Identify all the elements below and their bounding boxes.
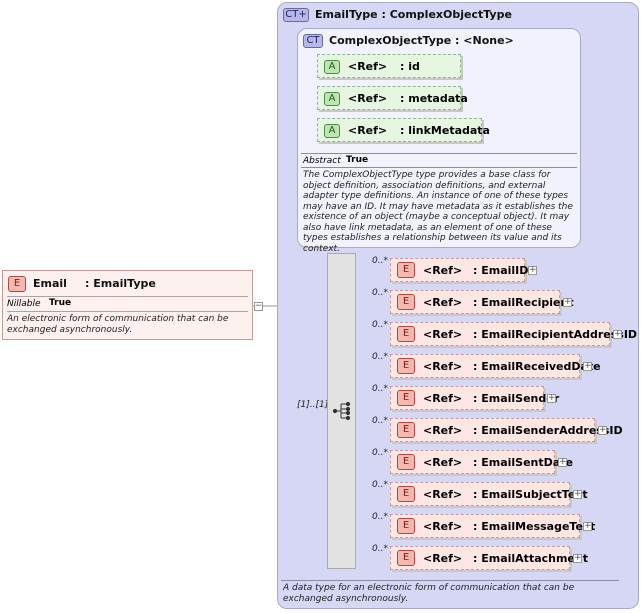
element-box[interactable]: E <Ref> : EmailID	[390, 258, 529, 282]
element-icon: E	[397, 326, 415, 342]
base-type-badge-text: CT	[306, 35, 320, 46]
expand-toggle[interactable]: +	[583, 521, 592, 531]
base-type-divider-2	[301, 167, 577, 168]
element-occurrence: 0..*	[372, 352, 388, 362]
root-divider	[7, 296, 248, 297]
attribute-name: : id	[400, 60, 420, 73]
base-type-documentation: The ComplexObjectType type provides a ba…	[303, 170, 573, 254]
element-name: : EmailReceivedDate	[473, 360, 601, 373]
attribute-icon: A	[324, 60, 340, 74]
element-ref: <Ref>	[423, 424, 463, 437]
attribute-icon: A	[324, 92, 340, 106]
root-divider-2	[7, 311, 248, 312]
element-box[interactable]: E <Ref> : EmailSenderAddressID	[390, 418, 623, 442]
expand-toggle[interactable]: +	[583, 361, 592, 371]
element-occurrence: 0..*	[372, 256, 388, 266]
expand-toggle[interactable]: +	[563, 297, 572, 307]
element-name: : EmailAttachment	[473, 552, 588, 565]
element-ref: <Ref>	[423, 520, 463, 533]
element-ref: <Ref>	[423, 296, 463, 309]
attribute-id[interactable]: A <Ref> : id	[317, 54, 461, 78]
expand-toggle[interactable]: +	[547, 393, 556, 403]
element-occurrence: 0..*	[372, 288, 388, 298]
element-occurrence: 0..*	[372, 512, 388, 522]
attribute-ref: <Ref>	[348, 92, 388, 105]
complex-type-badge-text: CT	[285, 9, 299, 20]
root-element-type: : EmailType	[85, 277, 156, 290]
element-box[interactable]: E <Ref> : EmailAttachment	[390, 546, 588, 570]
element-box[interactable]: E <Ref> : EmailReceivedDate	[390, 354, 601, 378]
element-icon: E	[397, 358, 415, 374]
element-box[interactable]: E <Ref> : EmailSubjectText	[390, 482, 588, 506]
base-type-divider	[301, 153, 577, 154]
collapse-toggle[interactable]: −	[254, 301, 263, 311]
element-name: : EmailMessageText	[473, 520, 596, 533]
attribute-ref: <Ref>	[348, 60, 388, 73]
complex-type-icon: CT+	[283, 8, 309, 22]
element-icon: E	[397, 454, 415, 470]
element-ref: <Ref>	[423, 360, 463, 373]
attribute-icon: A	[324, 124, 340, 138]
sequence-compositor[interactable]	[327, 253, 356, 569]
expand-toggle[interactable]: +	[613, 329, 622, 339]
element-box[interactable]: E <Ref> : EmailSender	[390, 386, 559, 410]
complex-type-documentation: A data type for an electronic form of co…	[283, 583, 575, 604]
element-box[interactable]: E <Ref> : EmailMessageText	[390, 514, 595, 538]
root-element-box[interactable]: E Email : EmailType Nillable True An ele…	[2, 270, 253, 340]
element-name: : EmailSenderAddressID	[473, 424, 623, 437]
element-icon: E	[397, 422, 415, 438]
element-occurrence: 0..*	[372, 384, 388, 394]
attribute-ref: <Ref>	[348, 124, 388, 137]
expand-toggle[interactable]: +	[573, 553, 582, 563]
attribute-name: : linkMetadata	[400, 124, 490, 137]
base-type-icon: CT	[303, 34, 323, 48]
element-icon: E	[397, 294, 415, 310]
element-name: : EmailSentDate	[473, 456, 573, 469]
element-icon: E	[397, 390, 415, 406]
element-name: : EmailID	[473, 264, 529, 277]
element-occurrence: 0..*	[372, 544, 388, 554]
base-type-title: ComplexObjectType : <None>	[329, 34, 514, 47]
element-box[interactable]: E <Ref> : EmailRecipientAddressID	[390, 322, 637, 346]
sequence-icon	[333, 402, 351, 420]
element-icon: E	[397, 486, 415, 502]
element-ref: <Ref>	[423, 392, 463, 405]
nillable-label: Nillable	[7, 299, 41, 309]
nillable-value: True	[49, 298, 72, 308]
element-ref: <Ref>	[423, 552, 463, 565]
expand-toggle[interactable]: +	[528, 265, 537, 275]
element-ref: <Ref>	[423, 488, 463, 501]
element-icon: E	[397, 518, 415, 534]
attribute-metadata[interactable]: A <Ref> : metadata	[317, 86, 468, 110]
sequence-occurrence: [1]..[1]	[297, 400, 329, 410]
element-ref: <Ref>	[423, 456, 463, 469]
expand-toggle[interactable]: +	[598, 425, 607, 435]
complex-type-divider	[281, 580, 619, 581]
element-icon: E	[397, 550, 415, 566]
element-name: : EmailRecipientAddressID	[473, 328, 638, 341]
element-box[interactable]: E <Ref> : EmailSentDate	[390, 450, 573, 474]
element-ref: <Ref>	[423, 264, 463, 277]
element-ref: <Ref>	[423, 328, 463, 341]
element-name: : EmailSender	[473, 392, 560, 405]
attribute-name: : metadata	[400, 92, 468, 105]
attribute-linkmetadata[interactable]: A <Ref> : linkMetadata	[317, 118, 490, 142]
expand-toggle[interactable]: +	[558, 457, 567, 467]
abstract-value: True	[346, 155, 369, 165]
abstract-label: Abstract	[303, 156, 341, 166]
expand-toggle[interactable]: +	[573, 489, 582, 499]
element-icon: E	[8, 276, 26, 292]
root-element-documentation: An electronic form of communication that…	[7, 314, 229, 335]
element-icon: E	[397, 262, 415, 278]
element-box[interactable]: E <Ref> : EmailRecipient	[390, 290, 574, 314]
element-name: : EmailSubjectText	[473, 488, 588, 501]
element-occurrence: 0..*	[372, 448, 388, 458]
element-occurrence: 0..*	[372, 480, 388, 490]
element-name: : EmailRecipient	[473, 296, 574, 309]
element-occurrence: 0..*	[372, 320, 388, 330]
element-occurrence: 0..*	[372, 416, 388, 426]
root-element-name: Email	[33, 277, 67, 290]
complex-type-title: EmailType : ComplexObjectType	[315, 8, 512, 21]
